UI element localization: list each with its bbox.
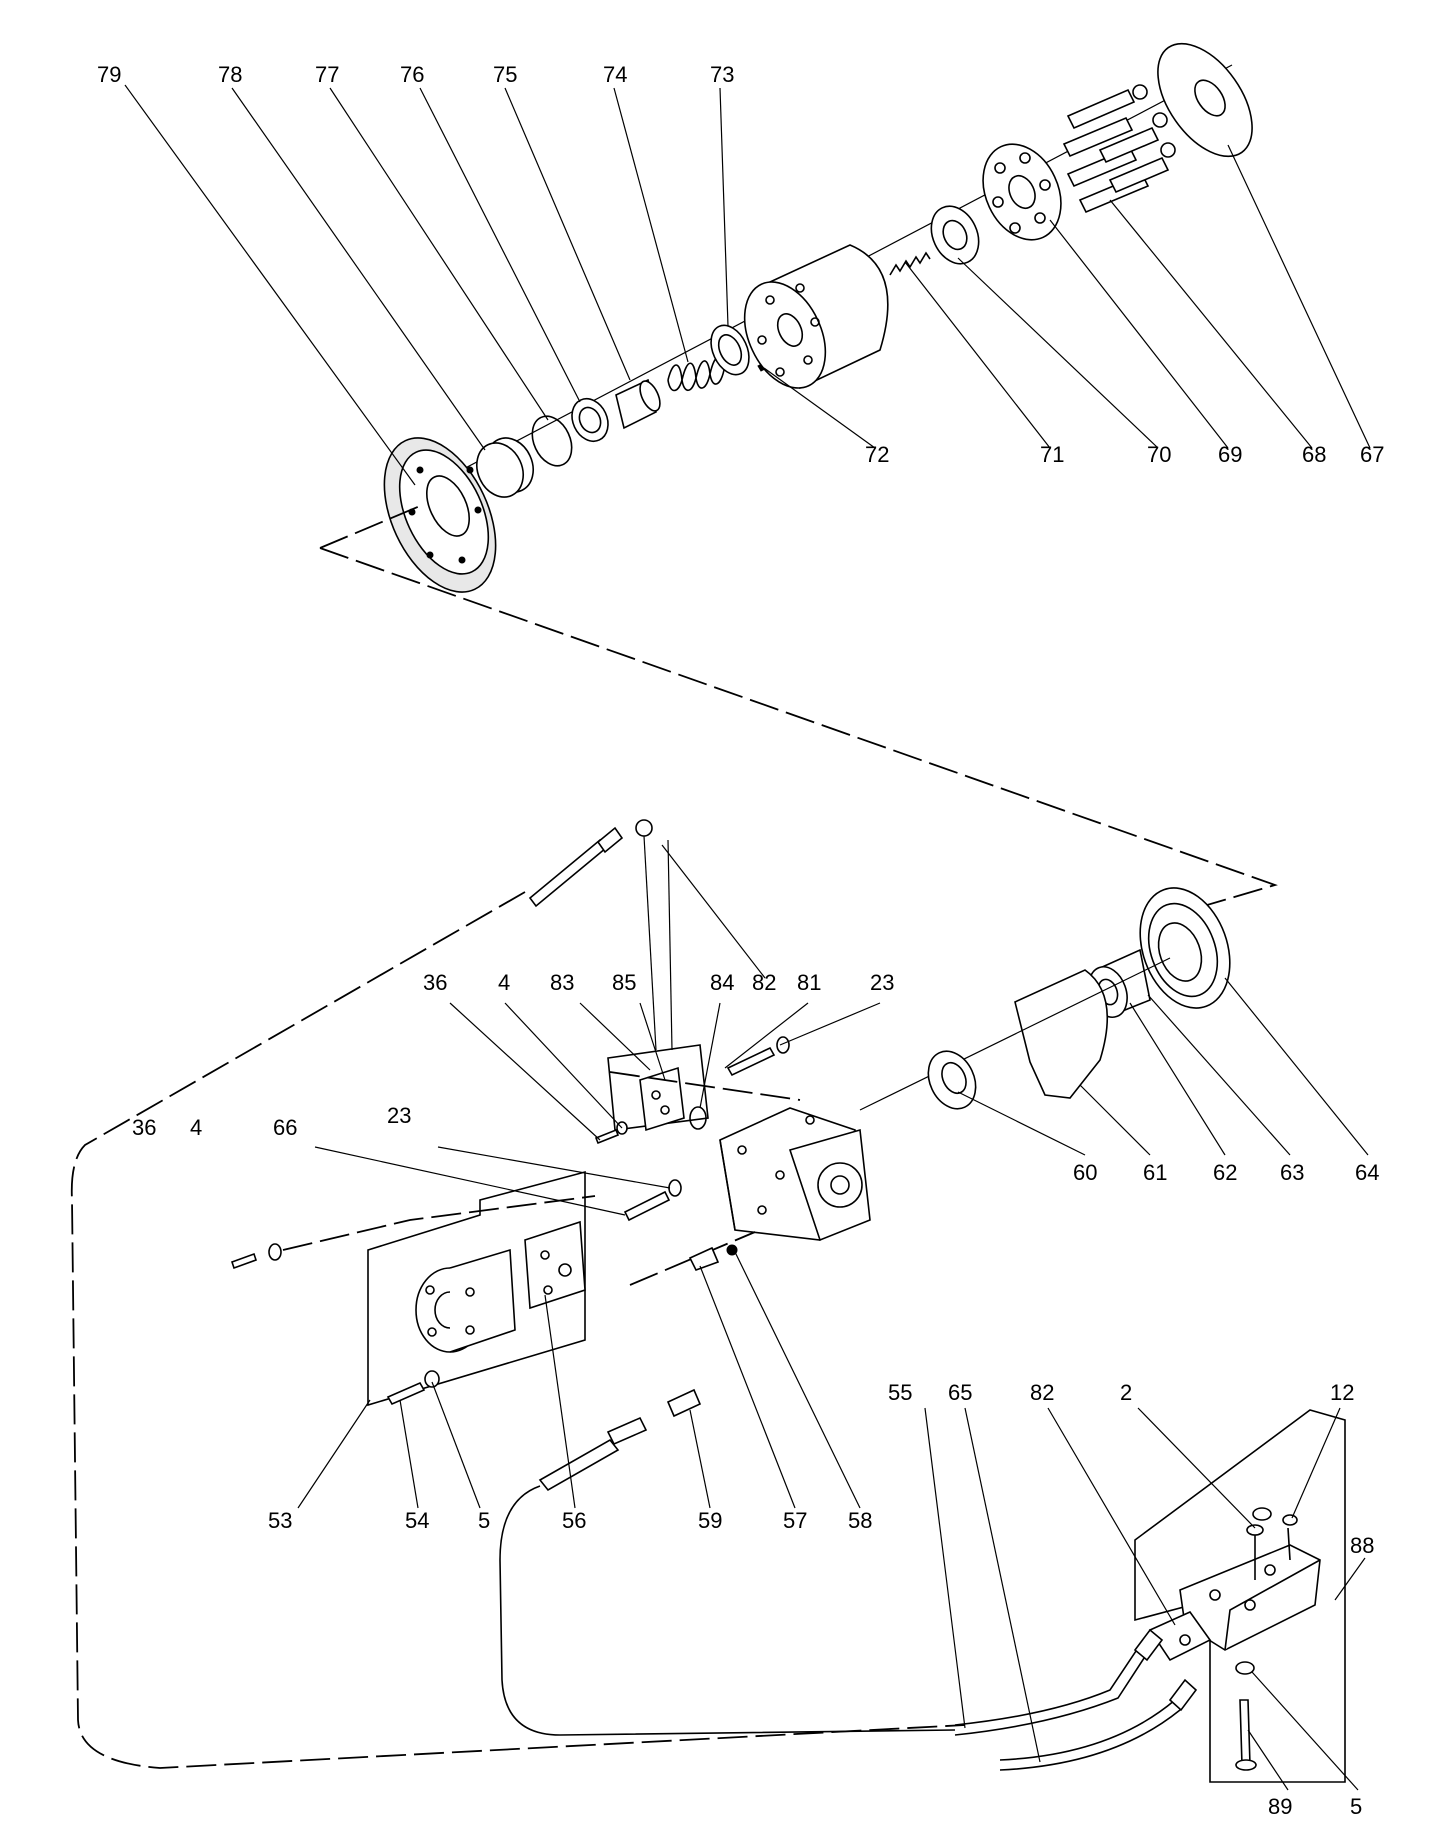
part-77-snap-ring xyxy=(531,415,573,467)
part-76-washer xyxy=(571,398,609,442)
callout-23-upper: 23 xyxy=(870,970,894,995)
callout-4-lower: 4 xyxy=(190,1115,202,1140)
callout-72: 72 xyxy=(865,442,889,467)
callout-77: 77 xyxy=(315,62,339,87)
callout-56: 56 xyxy=(562,1508,586,1533)
callout-54: 54 xyxy=(405,1508,429,1533)
hose-loop-lower xyxy=(499,1485,956,1736)
part-79-valve-plate xyxy=(383,437,497,593)
part-67-swash-plate xyxy=(1157,42,1253,158)
part-58-o-ring xyxy=(726,1244,738,1256)
part-73-retaining-washer xyxy=(710,324,750,376)
middle-housing-assembly xyxy=(528,819,1231,1286)
callout-62: 62 xyxy=(1213,1160,1237,1185)
part-70-ball-guide xyxy=(930,205,980,265)
callout-57: 57 xyxy=(783,1508,807,1533)
part-85-relief-block xyxy=(639,1066,685,1132)
part-82-tube-fitting-top xyxy=(528,819,673,1051)
callout-61: 61 xyxy=(1143,1160,1167,1185)
callout-58: 58 xyxy=(848,1508,872,1533)
part-75-spacer xyxy=(615,378,661,430)
part-36-4-screw-washer-lower xyxy=(230,1243,282,1270)
callout-70: 70 xyxy=(1147,442,1171,467)
callout-73: 73 xyxy=(710,62,734,87)
callout-65: 65 xyxy=(948,1380,972,1405)
part-74-spring xyxy=(667,356,725,392)
main-pump-housing xyxy=(719,1107,871,1242)
part-64-bearing-cover xyxy=(1139,887,1231,1009)
part-81-bolt-and-washer xyxy=(726,1036,790,1077)
part-55-hose-fitting-left xyxy=(538,1416,648,1492)
callout-55: 55 xyxy=(888,1380,912,1405)
callout-74: 74 xyxy=(603,62,627,87)
callout-78: 78 xyxy=(218,62,242,87)
callout-89: 89 xyxy=(1268,1794,1292,1819)
part-88-control-valve-assembly xyxy=(954,1409,1346,1783)
callout-12: 12 xyxy=(1330,1380,1354,1405)
callout-66: 66 xyxy=(273,1115,297,1140)
callout-69: 69 xyxy=(1218,442,1242,467)
callout-79: 79 xyxy=(97,62,121,87)
callout-2: 2 xyxy=(1120,1380,1132,1405)
part-53-gear-pump xyxy=(415,1248,516,1353)
callout-71: 71 xyxy=(1040,442,1064,467)
part-36-4-screw-washer-upper xyxy=(594,1121,628,1145)
callout-53: 53 xyxy=(268,1508,292,1533)
callout-36-lower: 36 xyxy=(132,1115,156,1140)
part-78-bearing-ring xyxy=(476,437,534,498)
part-2-12-fasteners xyxy=(1246,1507,1298,1580)
callout-67: 67 xyxy=(1360,442,1384,467)
callout-82-lower: 82 xyxy=(1030,1380,1054,1405)
callout-labels: 79 78 77 76 75 74 73 72 71 70 69 68 67 8… xyxy=(97,62,1384,1819)
dashed-connector-left-loop xyxy=(70,891,966,1769)
leader-lines-lower xyxy=(297,1251,861,1509)
top-rotating-group-assembly xyxy=(383,42,1253,593)
part-54-bolt-and-washer xyxy=(386,1370,440,1406)
part-56-adapter-plate xyxy=(524,1220,586,1310)
part-88-bracket-box xyxy=(1134,1409,1346,1783)
callout-5-right: 5 xyxy=(1350,1794,1362,1819)
part-61-gasket xyxy=(1014,969,1109,1099)
charge-pump-assembly xyxy=(230,1170,738,1492)
part-55-65-hoses xyxy=(954,1628,1198,1771)
callout-84: 84 xyxy=(710,970,734,995)
leader-lines-middle xyxy=(314,844,1369,1216)
part-66-bolt-and-washer xyxy=(623,1179,682,1222)
callout-5-left: 5 xyxy=(478,1508,490,1533)
callout-81: 81 xyxy=(797,970,821,995)
callout-83: 83 xyxy=(550,970,574,995)
part-89-bolt-and-washer xyxy=(1235,1661,1257,1771)
callout-64: 64 xyxy=(1355,1160,1379,1185)
cylinder-block xyxy=(743,244,889,390)
callout-88: 88 xyxy=(1350,1533,1374,1558)
part-59-fitting xyxy=(666,1388,702,1418)
part-69-retainer-plate xyxy=(982,143,1062,241)
leader-lines-lower-right xyxy=(924,1407,1366,1791)
part-71-center-pin xyxy=(889,251,931,276)
part-57-fitting xyxy=(688,1246,720,1271)
callout-82-upper: 82 xyxy=(752,970,776,995)
part-84-o-ring xyxy=(689,1106,707,1130)
leader-lines-top xyxy=(124,84,1371,486)
callout-68: 68 xyxy=(1302,442,1326,467)
callout-63: 63 xyxy=(1280,1160,1304,1185)
dashed-connector-lower-left xyxy=(282,1195,596,1251)
callout-85: 85 xyxy=(612,970,636,995)
callout-76: 76 xyxy=(400,62,424,87)
part-88-valve-block xyxy=(1148,1544,1321,1662)
callout-59: 59 xyxy=(698,1508,722,1533)
callout-23-lower: 23 xyxy=(387,1103,411,1128)
callout-36-upper: 36 xyxy=(423,970,447,995)
part-60-shaft-seal xyxy=(927,1050,977,1110)
callout-75: 75 xyxy=(493,62,517,87)
dashed-connector-top xyxy=(319,505,1278,911)
callout-60: 60 xyxy=(1073,1160,1097,1185)
part-53-bracket-box xyxy=(367,1170,586,1407)
part-68-pistons xyxy=(1062,84,1176,214)
callout-4-upper: 4 xyxy=(498,970,510,995)
